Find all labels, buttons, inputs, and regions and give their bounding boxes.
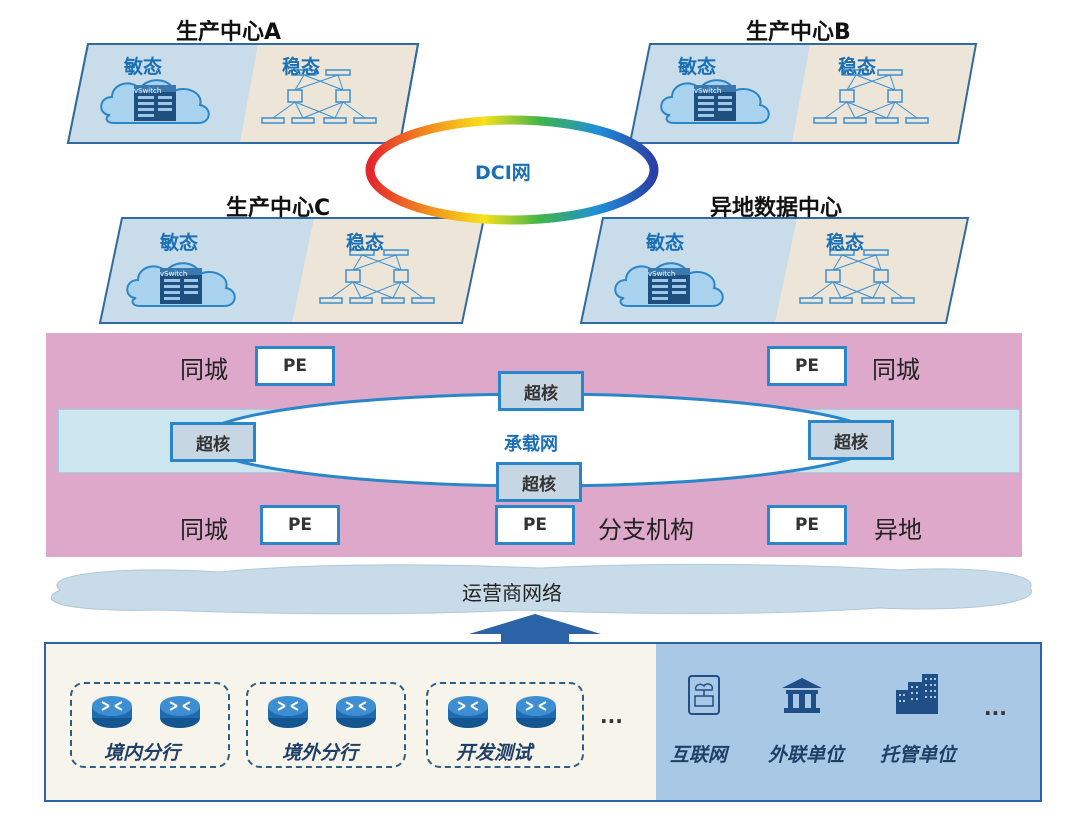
remote-label: 异地 — [874, 516, 922, 544]
internet-terminal-icon — [688, 675, 720, 715]
router-icon — [91, 695, 133, 729]
operator-cloud — [50, 563, 1033, 615]
dc-title: 生产中心A — [176, 20, 282, 45]
branch-group — [246, 682, 406, 768]
branch-group — [70, 682, 230, 768]
more-externals-ellipsis: ... — [984, 696, 1007, 720]
sensitive-label: 敏态 — [646, 232, 685, 254]
vswitch-label: vSwitch — [160, 270, 188, 278]
stable-label: 稳态 — [282, 56, 321, 78]
sensitive-label: 敏态 — [160, 232, 199, 254]
super-core-node: 超核 — [170, 422, 256, 462]
more-branches-ellipsis: ... — [600, 704, 623, 728]
dc-title: 异地数据中心 — [710, 196, 843, 221]
router-icon — [159, 695, 201, 729]
branch-label: 境内分行 — [104, 742, 181, 764]
external-label: 互联网 — [670, 744, 728, 766]
external-area — [656, 642, 1042, 802]
external-label: 外联单位 — [768, 744, 845, 766]
dc-title: 生产中心B — [746, 20, 851, 45]
dci-label: DCI网 — [475, 162, 531, 184]
same-city-label: 同城 — [180, 516, 228, 544]
dci-ring — [365, 115, 659, 225]
super-core-node: 超核 — [808, 420, 894, 460]
dc-title: 生产中心C — [226, 196, 331, 221]
same-city-label: 同城 — [180, 356, 228, 384]
router-icons — [91, 695, 557, 729]
operator-network-label: 运营商网络 — [462, 581, 562, 605]
pe-node: PE — [495, 505, 575, 545]
sensitive-label: 敏态 — [678, 56, 717, 78]
pe-node: PE — [260, 505, 340, 545]
router-icon — [447, 695, 489, 729]
router-icon — [267, 695, 309, 729]
branch-label: 境外分行 — [282, 742, 359, 764]
pe-node: PE — [255, 346, 335, 386]
branch-group — [426, 682, 584, 768]
router-icon — [515, 695, 557, 729]
stable-label: 稳态 — [826, 232, 865, 254]
branch-org-label: 分支机构 — [598, 516, 694, 544]
stable-label: 稳态 — [838, 56, 877, 78]
carrier-network-label: 承载网 — [504, 434, 558, 455]
bank-building-icon — [782, 678, 822, 713]
office-buildings-icon — [896, 674, 938, 714]
data-center-panels — [66, 43, 978, 324]
vswitch-label: vSwitch — [134, 87, 162, 95]
branch-label: 开发测试 — [456, 742, 533, 764]
super-core-node: 超核 — [496, 462, 582, 502]
pe-node: PE — [767, 505, 847, 545]
pe-node: PE — [767, 346, 847, 386]
stable-label: 稳态 — [346, 232, 385, 254]
super-core-node: 超核 — [498, 371, 584, 411]
vswitch-label: vSwitch — [694, 87, 722, 95]
router-icon — [335, 695, 377, 729]
vswitch-label: vSwitch — [648, 270, 676, 278]
same-city-label: 同城 — [872, 356, 920, 384]
sensitive-label: 敏态 — [124, 56, 163, 78]
external-label: 托管单位 — [880, 744, 957, 766]
